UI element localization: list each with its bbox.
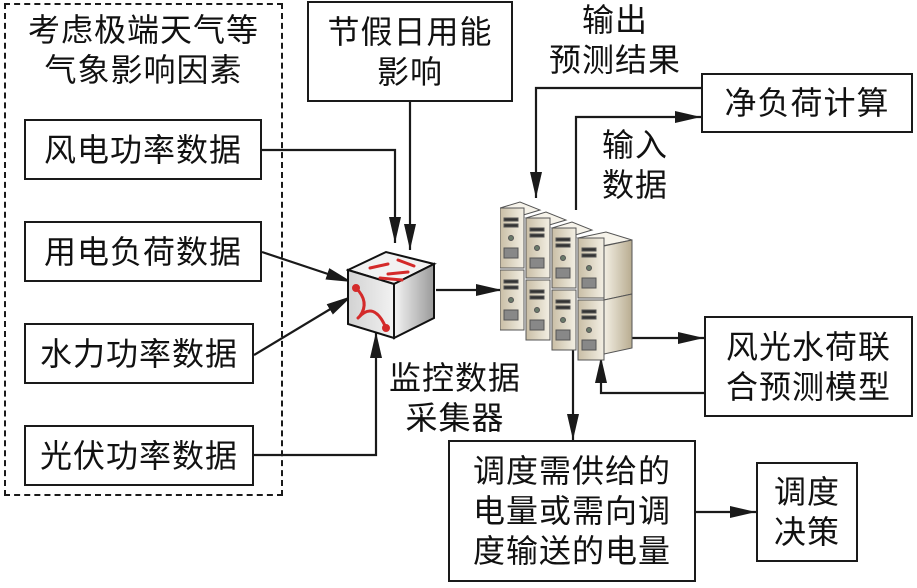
pv-power-data-box: 光伏功率数据	[24, 425, 254, 486]
dispatch-energy-box: 调度需供给的 电量或需向调 度输送的电量	[448, 440, 696, 582]
input-data-label: 输入 数据	[601, 126, 668, 204]
input-data-arrow	[574, 111, 701, 210]
hydro-power-data-box: 水力功率数据	[24, 323, 254, 384]
pv-to-collector-arrow	[254, 332, 382, 457]
network-switch-icon	[346, 250, 437, 340]
weather-factor-title: 考虑极端天气等 气象影响因素	[27, 11, 259, 89]
weather-factor-group	[4, 3, 283, 496]
holiday-energy-box: 节假日用能 影响	[307, 1, 513, 102]
net-load-calc-box: 净负荷计算	[701, 73, 913, 133]
load-to-collector-arrow	[261, 250, 353, 284]
wind-power-data-box: 风电功率数据	[24, 119, 262, 180]
wind-to-collector-arrow	[262, 148, 401, 243]
output-prediction-label: 输出 预测结果	[548, 1, 681, 79]
server-cluster-icon	[500, 201, 633, 361]
joint-forecast-model-box: 风光水荷联 合预测模型	[704, 316, 913, 417]
model-to-servers-arrow	[595, 357, 704, 395]
load-data-box: 用电负荷数据	[24, 221, 262, 282]
monitoring-collector-label: 监控数据 采集器	[388, 359, 521, 437]
hydro-to-collector-arrow	[253, 295, 353, 356]
dispatch-decision-box: 调度 决策	[756, 462, 858, 562]
output-result-arrow	[530, 86, 701, 198]
